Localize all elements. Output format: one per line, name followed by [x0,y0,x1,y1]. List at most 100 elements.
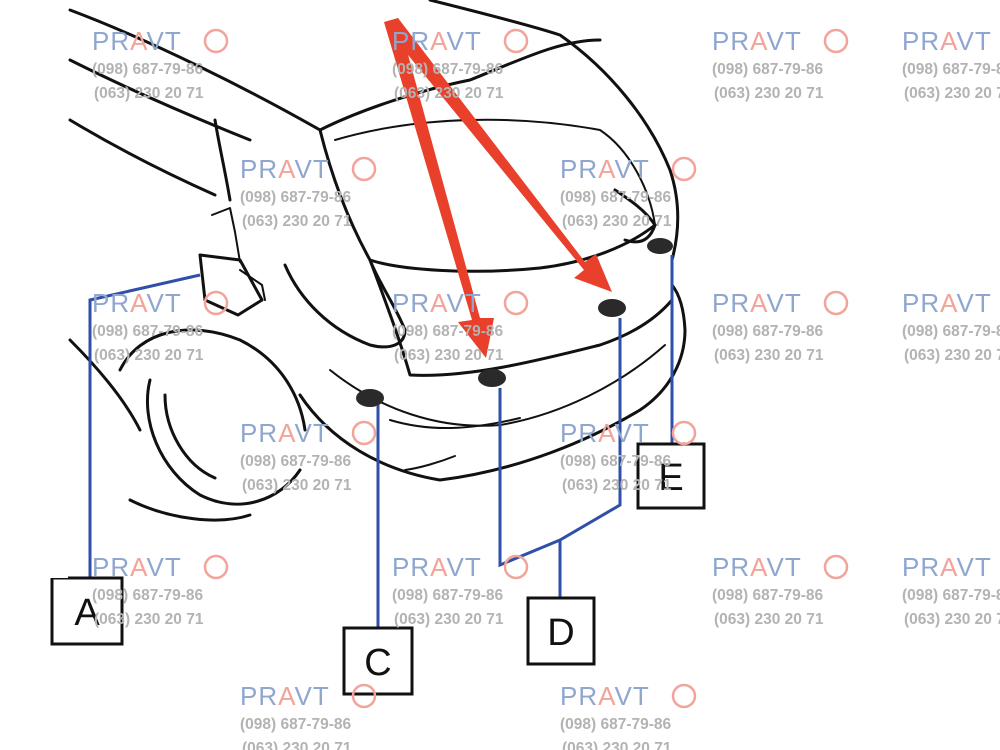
watermark-logo-icon [351,683,377,709]
watermark-layer: PRAVT(098) 687-79-86(063) 230 20 71PRAVT… [92,26,1000,750]
watermark-brand: PRAVT [92,26,182,56]
watermark-logo-icon [203,290,229,316]
label-a: A [74,592,100,634]
watermark-phone-2: (063) 230 20 71 [94,347,204,364]
watermark-phone-2: (063) 230 20 71 [562,740,672,750]
watermark-logo-icon [203,554,229,580]
watermark-phone-2: (063) 230 20 71 [714,85,824,102]
watermark-brand: PRAVT [92,552,182,582]
watermark-phone-1: (098) 687-79-86 [902,587,1000,604]
label-d: D [547,612,574,654]
watermark-phone-2: (063) 230 20 71 [714,611,824,628]
watermark-phone-2: (063) 230 20 71 [562,477,672,494]
left-margin [0,0,68,578]
watermark: PRAVT (098) 687-79-86 (063) 230 20 71 [240,418,377,494]
watermark: PRAVT (098) 687-79-86 (063) 230 20 71 [392,26,529,102]
watermark-brand: PRAVT [902,288,992,318]
watermark: PRAVT(098) 687-79-86(063) 230 20 71 [712,552,849,628]
red-arrows [384,18,612,358]
watermark: PRAVT (098) 687-79-86 (063) 230 20 71 [560,418,697,494]
label-d-box: D [526,596,596,666]
watermark-logo-icon [503,554,529,580]
watermark-phone-2: (063) 230 20 71 [242,740,352,750]
watermark-phone-1: (098) 687-79-86 [240,453,352,470]
watermark: PRAVT (098) 687-79-86 (063) 230 20 71 [240,681,377,750]
arrow-to-right-sensor [386,18,612,292]
watermark: PRAVT (098) 687-79-86 (063) 230 20 71 [902,288,1000,364]
watermark-brand: PRAVT [392,26,482,56]
watermark-phone-2: (063) 230 20 71 [904,611,1000,628]
watermark-phone-2: (063) 230 20 71 [94,85,204,102]
sensor-e [647,238,673,254]
watermark-phone-2: (063) 230 20 71 [562,213,672,230]
label-a-box: A [50,576,124,646]
watermark-logo-icon [823,28,849,54]
watermark-brand: PRAVT [560,681,650,711]
watermark-phone-2: (063) 230 20 71 [394,347,504,364]
watermark-logo-icon [671,683,697,709]
watermark-phone-1: (098) 687-79-86 [92,587,204,604]
watermark-phone-1: (098) 687-79-86 [902,323,1000,340]
watermark-phone-2: (063) 230 20 71 [394,85,504,102]
watermark-phone-1: (098) 687-79-86 [712,323,824,340]
watermark-logo-icon [671,156,697,182]
watermark-brand: PRAVT [240,681,330,711]
watermark-phone-1: (098) 687-79-86 [92,323,204,340]
watermark-phone-2: (063) 230 20 71 [394,611,504,628]
watermark-brand: PRAVT [712,26,802,56]
watermark-phone-1: (098) 687-79-86 [240,189,352,206]
watermark-phone-2: (063) 230 20 71 [904,347,1000,364]
watermark-phone-1: (098) 687-79-86 [712,61,824,78]
watermark: PRAVT (098) 687-79-86 (063) 230 20 71 [560,681,697,750]
watermark-phone-2: (063) 230 20 71 [714,347,824,364]
watermark-phone-2: (063) 230 20 71 [242,213,352,230]
watermark-brand: PRAVT [712,288,802,318]
watermark-phone-1: (098) 687-79-86 [240,716,352,733]
sensor-c [356,389,384,407]
watermark-phone-2: (063) 230 20 71 [904,85,1000,102]
watermark-phone-1: (098) 687-79-86 [92,61,204,78]
watermark-brand: PRAVT [240,418,330,448]
watermark: PRAVT (098) 687-79-86 (063) 230 20 71 [392,552,529,628]
watermark: PRAVT (098) 687-79-86 (063) 230 20 71 [92,288,229,364]
watermark: PRAVT (098) 687-79-86 (063) 230 20 71 [712,288,849,364]
watermark-phone-1: (098) 687-79-86 [712,587,824,604]
watermark: PRAVT (098) 687-79-86 (063) 230 20 71 [560,154,697,230]
watermark: PRAVT (098) 687-79-86 (063) 230 20 71 [92,26,229,102]
watermark-phone-1: (098) 687-79-86 [902,61,1000,78]
arrow-to-left-sensor [384,18,494,358]
watermark: PRAVT (098) 687-79-86 (063) 230 20 71 [902,26,1000,102]
watermark-logo-icon [503,290,529,316]
sensor-d-right [598,299,626,317]
watermark-logo-icon [671,420,697,446]
watermark-phone-2: (063) 230 20 71 [94,611,204,628]
watermark-brand: PRAVT [560,418,650,448]
label-c: C [364,642,391,684]
watermark-phone-2: (063) 230 20 71 [242,477,352,494]
watermark: PRAVT (098) 687-79-86 (063) 230 20 71 [92,552,229,628]
watermark-brand: PRAVT [392,552,482,582]
sensors [356,238,673,407]
watermark-phone-1: (098) 687-79-86 [560,453,672,470]
watermark-logo-icon [823,290,849,316]
watermark-logo-icon [823,554,849,580]
watermark-logo-icon [351,156,377,182]
watermark-brand: PRAVT [902,26,992,56]
watermark-brand: PRAVT [902,552,992,582]
watermark-phone-1: (098) 687-79-86 [560,189,672,206]
sensor-d-left [478,369,506,387]
watermark: PRAVT (098) 687-79-86 (063) 230 20 71 [712,26,849,102]
watermark-brand: PRAVT [560,154,650,184]
watermark-phone-1: (098) 687-79-86 [560,716,672,733]
watermark-phone-1: (098) 687-79-86 [392,587,504,604]
label-c-box: C [342,626,414,696]
watermark: PRAVT (098) 687-79-86 (063) 230 20 71 [902,552,1000,628]
label-e: E [658,457,683,499]
label-e-box: E [636,442,706,510]
leader-lines [88,255,674,628]
watermark-phone-1: (098) 687-79-86 [392,323,504,340]
watermark-phone-1: (098) 687-79-86 [392,61,504,78]
watermark-logo-icon [203,28,229,54]
watermark-brand: PRAVT [92,288,182,318]
